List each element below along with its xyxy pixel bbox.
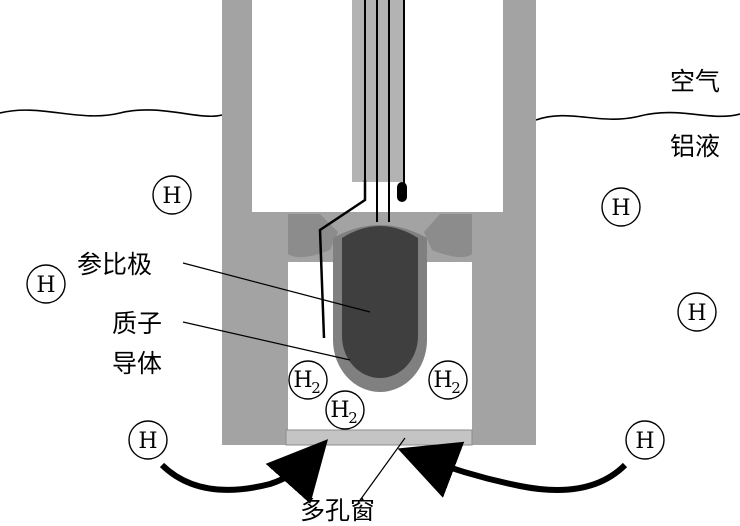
casing-left-wall	[222, 0, 252, 445]
reference-electrode	[342, 226, 418, 378]
casing-right-wall	[503, 0, 536, 445]
label-melt: 铝液	[670, 132, 720, 161]
svg-text:H: H	[635, 429, 654, 454]
svg-text:H: H	[330, 398, 349, 423]
svg-text:2: 2	[348, 409, 358, 427]
leader-reference	[182, 262, 371, 313]
svg-text:2: 2	[311, 379, 321, 397]
porous-window	[285, 429, 473, 446]
hydrogen-molecule: H 2	[288, 360, 328, 400]
electrode-lead	[318, 180, 367, 339]
melt-surface-right	[535, 111, 740, 121]
leader-window	[357, 437, 406, 504]
label-porous-window: 多孔窗	[300, 496, 375, 525]
hydrogen-atom: H	[677, 292, 717, 332]
label-proton-conductor-1: 质子	[112, 309, 162, 338]
svg-text:H: H	[293, 368, 312, 393]
svg-text:H: H	[162, 184, 181, 209]
arrow-right	[397, 441, 628, 498]
melt-surface-left	[0, 109, 223, 118]
hydrogen-atom: H	[152, 175, 192, 215]
hydrogen-atom: H	[625, 420, 665, 460]
thermocouple-tip	[397, 182, 407, 202]
svg-text:H: H	[687, 301, 706, 326]
label-air: 空气	[670, 67, 720, 96]
svg-text:H: H	[611, 196, 630, 221]
hydrogen-atom: H	[601, 187, 641, 227]
hydrogen-molecule: H 2	[325, 390, 365, 430]
svg-text:H: H	[36, 273, 55, 298]
leader-proton	[182, 321, 351, 361]
label-proton-conductor-2: 导体	[112, 349, 162, 378]
hydrogen-atom: H	[26, 264, 66, 304]
svg-text:H: H	[138, 429, 157, 454]
hydrogen-atom: H	[128, 420, 168, 460]
svg-text:H: H	[433, 368, 452, 393]
svg-text:2: 2	[451, 379, 461, 397]
seal-right	[424, 214, 472, 258]
arrow-left	[159, 439, 329, 504]
label-reference-electrode: 参比极	[77, 250, 152, 279]
seal-left	[288, 214, 338, 258]
hydrogen-molecule: H 2	[428, 360, 468, 400]
